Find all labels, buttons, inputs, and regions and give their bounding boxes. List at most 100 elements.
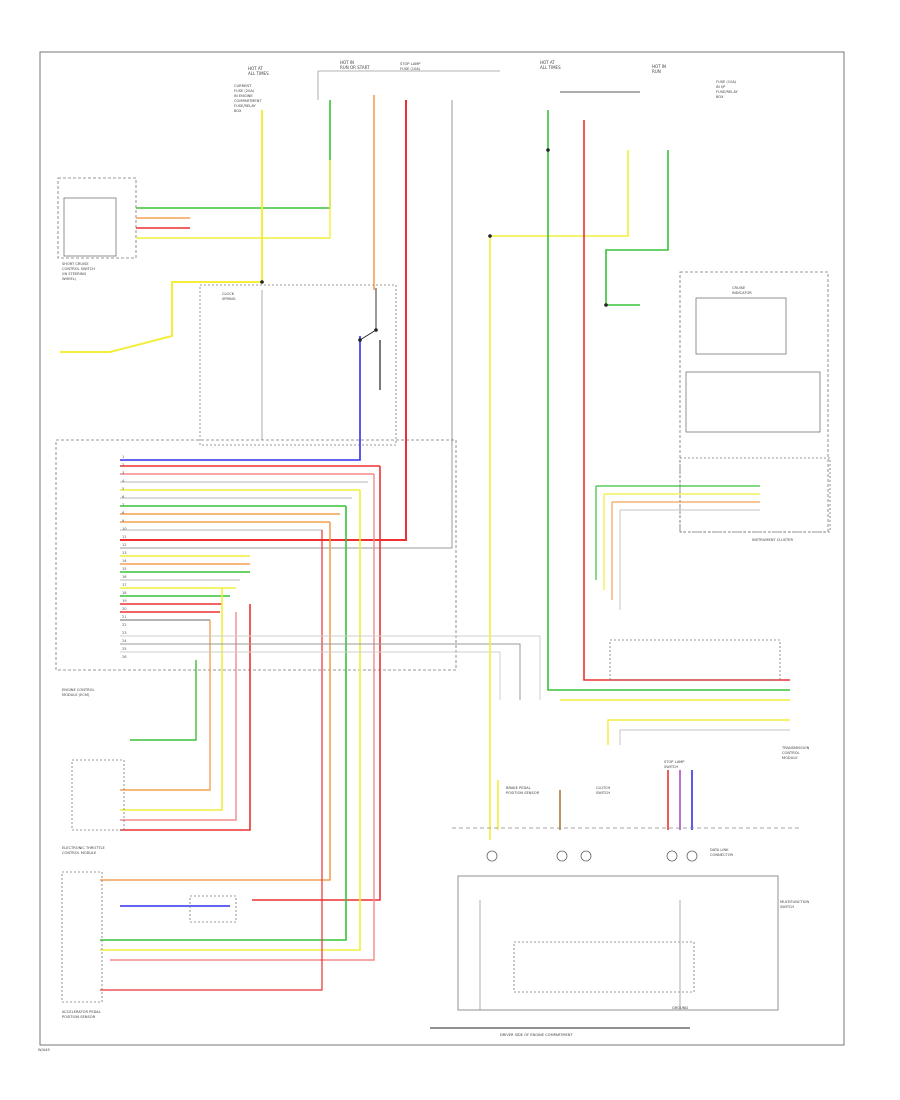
label-tcm: TRANSMISSION CONTROL MODULE (782, 746, 810, 760)
ecm-pin-11: 12 (122, 543, 127, 547)
wire-red-apps (100, 530, 323, 991)
wire-yellow-switch (136, 160, 331, 239)
label-fuse-top-left: CURRENT FUSE (20A) IN ENGINE COMPARTMENT… (234, 84, 262, 113)
wire-yellow-long (100, 490, 361, 951)
wire-yellow-throttle (120, 588, 223, 811)
instrument-cluster-box (679, 271, 829, 533)
wire-red-main (120, 100, 407, 541)
multifunction-inner-box (513, 941, 695, 993)
ecm-pin-12: 13 (122, 551, 127, 555)
connector-1 (556, 850, 568, 862)
label-footer-left: W/A45 (38, 1048, 50, 1052)
ecm-harness-box (55, 439, 457, 671)
connector-0 (486, 850, 498, 862)
label-multifunction: MULTIFUNCTION SWITCH (780, 900, 810, 909)
ecm-pin-4: 5 (122, 487, 124, 491)
ecm-pin-7: 8 (122, 511, 125, 515)
splice-dot-2 (546, 148, 550, 152)
wire-red-throttle (120, 604, 251, 831)
wire-data-2 (120, 643, 521, 700)
clock-spring-box (199, 284, 397, 446)
ecm-pin-24: 25 (122, 647, 127, 651)
ecm-pin-14: 15 (122, 567, 127, 571)
wire-green-throttle (130, 660, 197, 741)
connector-2 (580, 850, 592, 862)
ecm-pin-18: 19 (122, 599, 127, 603)
splice-dot-3 (374, 328, 378, 332)
label-ground: GROUND (672, 1006, 689, 1010)
wire-data-3 (120, 651, 501, 700)
label-apps: ACCELERATOR PEDAL POSITION SENSOR (62, 1010, 101, 1019)
throttle-box (71, 759, 125, 831)
wire-data-1 (120, 635, 541, 700)
splice-dot-0 (260, 280, 264, 284)
label-cruise-switch: SHORT CRUISE CONTROL SWITCH (IN STEERING… (62, 262, 95, 281)
ecm-pin-16: 17 (122, 583, 127, 587)
wire-green-cluster (605, 150, 669, 306)
ecm-pin-1: 2 (122, 463, 124, 467)
page-frame (39, 51, 845, 1046)
ecm-pin-22: 23 (122, 631, 127, 635)
wire-red-right (583, 120, 790, 681)
connector-4 (686, 850, 698, 862)
splice-dot-4 (358, 338, 362, 342)
label-clock-spring: CLOCK SPRING (222, 292, 236, 301)
cruise-switch-box (57, 177, 137, 259)
cruise-switch-inner (63, 197, 117, 257)
ecm-pin-20: 21 (122, 615, 127, 619)
label-fuse-mid: STOP LAMP FUSE (10A) (400, 62, 421, 71)
ecm-pin-3: 4 (122, 479, 125, 483)
ecm-pin-10: 11 (122, 535, 127, 539)
connector-3 (666, 850, 678, 862)
wire-red-long (252, 466, 381, 901)
label-clutch-switch: CLUTCH SWITCH (596, 786, 611, 795)
label-hot-in-run: HOT IN RUN OR START (340, 60, 370, 70)
switch-contact (359, 288, 377, 341)
label-data-link: DATA LINK CONNECTOR (710, 848, 734, 857)
label-fuse-right: FUSE (10A) IN I/P FUSE/RELAY BOX (716, 80, 738, 99)
ecm-pin-9: 10 (122, 527, 127, 531)
ecm-pin-15: 16 (122, 575, 127, 579)
wire-yellow-low (607, 719, 790, 745)
cluster-connector-box (679, 457, 831, 533)
splice-dot-1 (488, 234, 492, 238)
wire-yellow-main (60, 110, 263, 353)
ecm-pin-17: 18 (122, 591, 127, 595)
label-hot-run-right: HOT IN RUN (652, 64, 667, 74)
transistor-box (189, 895, 237, 923)
wire-gray-main (120, 100, 453, 549)
label-instrument-cluster: INSTRUMENT CLUSTER (752, 538, 793, 542)
splice-dot-5 (604, 303, 608, 307)
ecm-pin-21: 22 (122, 623, 127, 627)
label-bottom-bar: DRIVER SIDE OF ENGINE COMPARTMENT (500, 1033, 573, 1037)
label-cruise-indicator: CRUISE INDICATOR (732, 286, 752, 295)
wire-pink-throttle (120, 612, 237, 821)
ecm-pin-25: 26 (122, 655, 127, 659)
wire-green-right (547, 150, 790, 691)
label-throttle: ELECTRONIC THROTTLE CONTROL MODULE (62, 846, 105, 855)
wire-gray-low (619, 729, 790, 745)
wire-orange-long (100, 522, 331, 881)
ecm-pin-0: 1 (122, 455, 124, 459)
ecm-pin-8: 9 (122, 519, 125, 523)
label-brake-switch: BRAKE PEDAL POSITION SENSOR (506, 786, 540, 795)
cruise-indicator-box (695, 297, 787, 355)
wire-yellow-cluster-top (490, 150, 629, 237)
multifunction-switch-box (457, 875, 779, 1011)
ecm-pin-13: 14 (122, 559, 127, 563)
tcm-area-box (609, 639, 781, 681)
label-hot-top-left: HOT AT ALL TIMES (248, 66, 269, 76)
wire-green-switch (136, 160, 331, 209)
cluster-inner-box (685, 371, 821, 433)
ecm-pin-6: 7 (122, 503, 124, 507)
wire-blue-main (120, 336, 361, 461)
wire-orange-throttle (120, 620, 211, 791)
ecm-pin-2: 3 (122, 471, 124, 475)
wire-green-long (100, 506, 347, 941)
label-ecm: ENGINE CONTROL MODULE (ECM) (62, 688, 95, 697)
ecm-pin-5: 6 (122, 495, 125, 499)
apps-box (61, 871, 103, 1003)
ecm-pin-23: 24 (122, 639, 127, 643)
